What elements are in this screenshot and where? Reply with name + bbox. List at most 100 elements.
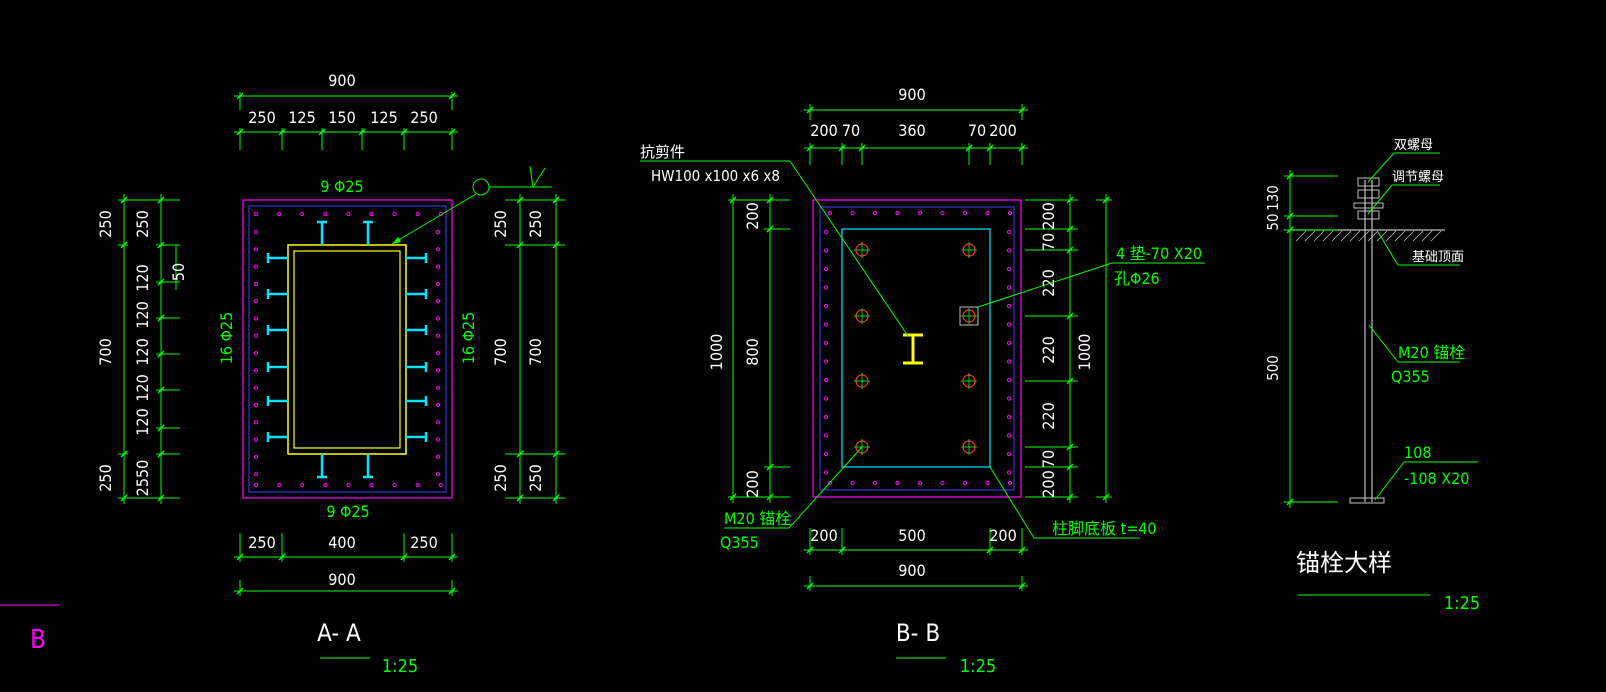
dim-tick (1066, 225, 1074, 233)
dim-tick (1066, 443, 1074, 451)
bb-right-inner-2: 70 (1039, 233, 1058, 251)
bb-shear-leader-2 (789, 160, 909, 337)
aa-leader (391, 193, 477, 245)
ad-dim-long: 500 (1264, 355, 1282, 381)
aa-leader-arrow (392, 237, 401, 244)
ad-ground-hatch (1322, 230, 1334, 242)
bb-washer (959, 306, 979, 326)
section-bb-geometry (640, 104, 1205, 591)
ad-double-nut: 双螺母 (1394, 138, 1433, 153)
aa-left-outer-top: 250 (96, 210, 115, 237)
aa-rebar-top (346, 211, 351, 217)
ad-leader-foundation (1377, 231, 1399, 266)
bb-rebar-left (823, 266, 829, 272)
aa-rebar-left (253, 316, 259, 321)
ad-washer (1353, 202, 1384, 209)
dim-tick (1066, 196, 1074, 204)
side-label-group: B (0, 604, 60, 655)
anchor-detail-geometry (1284, 152, 1478, 508)
bb-rebar-top (827, 210, 833, 216)
bb-rebar-right (1006, 248, 1012, 253)
aa-top-rebar: 9 Φ25 (320, 177, 363, 196)
aa-right-inner-total: 700 (491, 338, 510, 365)
bb-left-inner-bottom: 200 (743, 470, 762, 497)
dim-tick (858, 144, 866, 152)
aa-rebar-right (435, 264, 441, 269)
bb-shear-key-label: 抗剪件 (640, 143, 685, 161)
dim-tick (729, 493, 737, 501)
aa-rebar-right (435, 333, 441, 338)
dim-tick (806, 106, 814, 114)
aa-bottom-seg-2: 400 (328, 533, 355, 552)
bb-rebar-right (1006, 377, 1012, 383)
aa-top-seg-5: 250 (410, 108, 437, 127)
ad-plate-spec: -108 X20 (1404, 469, 1469, 488)
dim-tick (766, 463, 774, 471)
aa-rebar-top (277, 211, 282, 217)
ad-dim-mid: 50 (1264, 213, 1282, 230)
aa-rebar-top (323, 211, 328, 217)
dim-tick (838, 144, 846, 152)
dim-tick (838, 546, 846, 554)
bb-rebar-bottom (850, 480, 855, 486)
bb-bottom-seg-3: 200 (989, 526, 1016, 545)
bb-right-inner-6: 70 (1039, 450, 1058, 468)
bb-top-seg-3: 360 (898, 121, 925, 140)
aa-rebar-top (253, 211, 259, 217)
dim-tick (448, 587, 456, 595)
dim-tick (120, 241, 128, 249)
aa-left-inner-5: 120 (133, 374, 152, 401)
dim-tick (516, 241, 524, 249)
dim-tick (552, 450, 560, 458)
bb-rebar-right (1006, 266, 1012, 272)
aa-rebar-right (435, 247, 441, 252)
dim-tick (766, 196, 774, 204)
aa-rebar-bottom (438, 482, 443, 488)
dim-tick (448, 128, 456, 136)
aa-rebar-right (435, 229, 441, 235)
dim-tick (157, 494, 165, 502)
dim-tick (120, 494, 128, 502)
bb-rebar-top (1007, 210, 1013, 216)
bb-rebar-bottom (917, 480, 923, 486)
aa-top-seg-3: 150 (328, 108, 355, 127)
section-aa: 900 250 125 150 125 250 9 Φ25 9 Φ25 16 Φ… (96, 71, 565, 677)
bb-rebar-bottom (827, 480, 833, 486)
aa-rebar-right (435, 281, 441, 286)
aa-rebar-left (253, 402, 259, 408)
dim-tick (157, 350, 165, 358)
bb-rebar-top (962, 210, 968, 216)
dim-tick (157, 196, 165, 204)
dim-tick (1066, 246, 1074, 254)
ad-ground-hatch (1331, 230, 1343, 242)
dim-tick (986, 144, 994, 152)
bb-rebar-right (1006, 433, 1012, 438)
bb-rebar-right (1006, 340, 1012, 346)
bb-rebar-right (1006, 303, 1012, 309)
dim-tick (157, 424, 165, 432)
bb-rebar-left (823, 433, 829, 438)
aa-weld-symbol (529, 165, 534, 188)
aa-rebar-right (435, 316, 441, 321)
bb-plate-leader (989, 466, 1035, 539)
aa-rebar-left (253, 385, 259, 390)
dim-tick (1018, 546, 1026, 554)
aa-bottom-seg-3: 250 (410, 533, 437, 552)
bb-rebar-bottom (985, 480, 990, 486)
bb-rebar-left (823, 285, 829, 290)
ad-bottom-plate (1349, 497, 1385, 504)
aa-left-inner-6: 120 (133, 408, 152, 435)
bb-rebar-top (985, 210, 990, 216)
aa-bottom-seg-1: 250 (248, 533, 275, 552)
bb-top-seg-4: 70 (968, 121, 986, 140)
dim-tick (516, 450, 524, 458)
aa-rebar-left (253, 420, 259, 425)
bb-anchor-leader (788, 446, 863, 529)
aa-rebar-top (300, 211, 305, 217)
dim-tick (278, 128, 286, 136)
bb-rebar-right (1006, 285, 1012, 290)
aa-left-outer-total: 700 (96, 338, 115, 365)
aa-rebar-left (253, 333, 259, 338)
dim-tick (766, 225, 774, 233)
bb-top-seg-1: 200 (810, 121, 837, 140)
